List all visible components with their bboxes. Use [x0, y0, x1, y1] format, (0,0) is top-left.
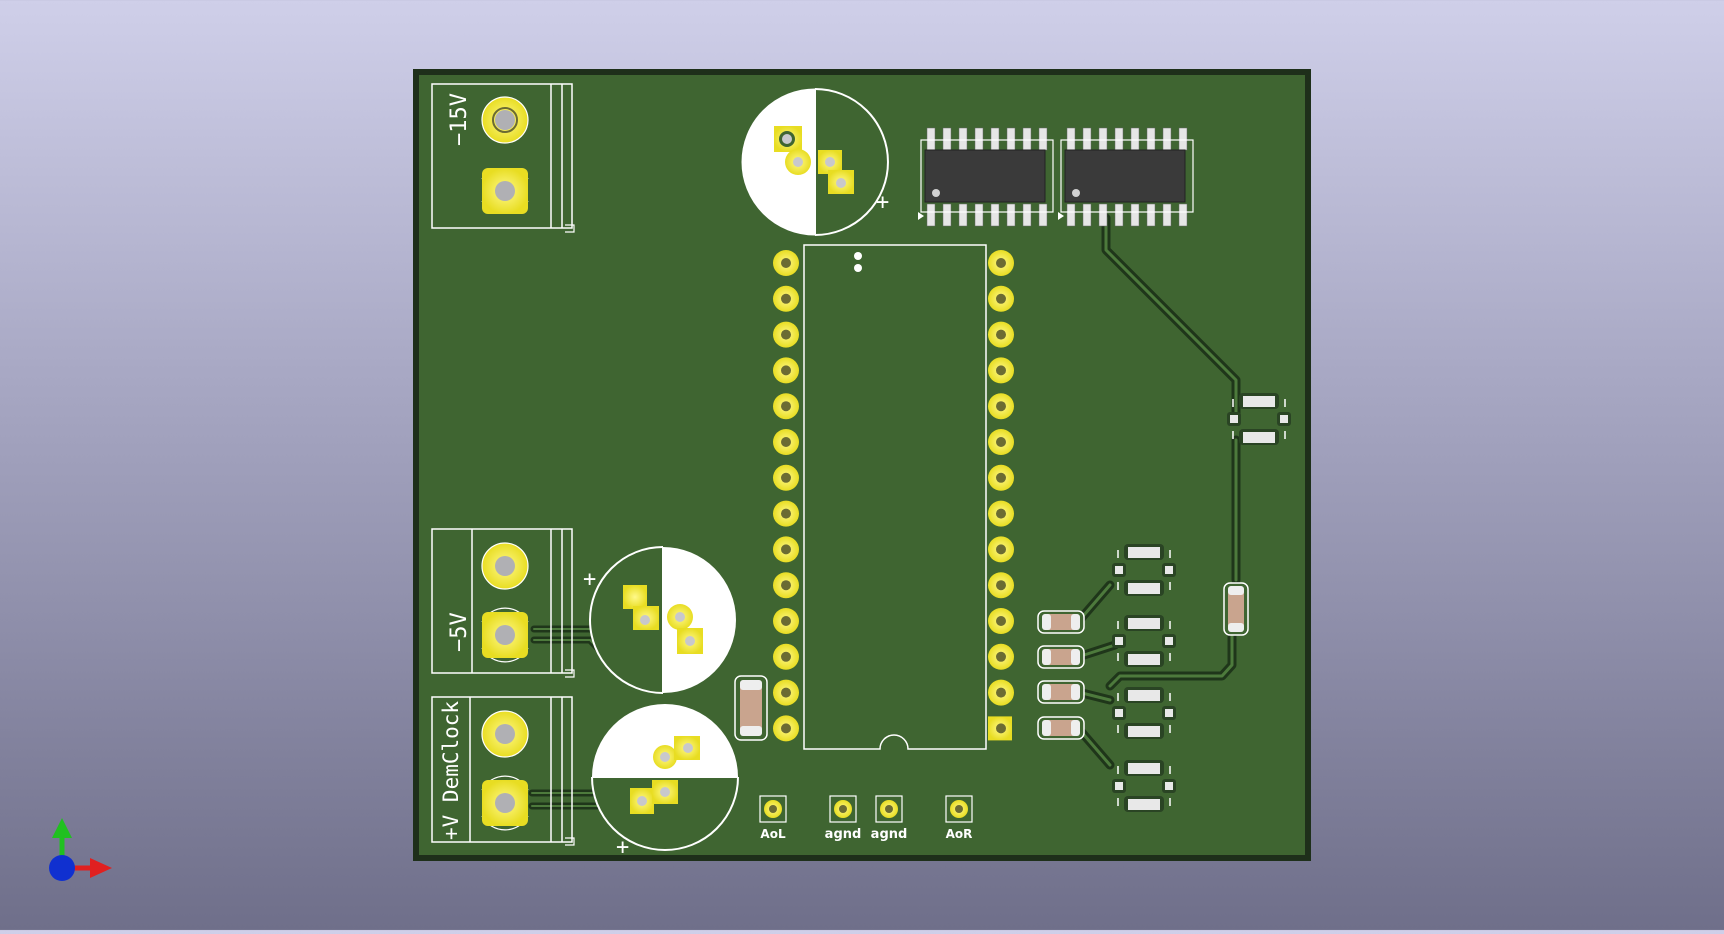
dip-pin-pad: [773, 321, 799, 348]
test-point-label: AoL: [760, 827, 786, 841]
dip-pin-pad: [773, 608, 799, 634]
smd-footprint: [1112, 760, 1176, 812]
test-point-aol[interactable]: AoL: [759, 795, 787, 841]
dip-pin-pad: [988, 679, 1014, 706]
smd-resistor[interactable]: [1037, 716, 1085, 740]
dip-pin-pad: [773, 536, 799, 563]
resistor-array[interactable]: [1037, 610, 1085, 740]
polarity-mark: +: [876, 190, 889, 215]
test-point-agnd-2[interactable]: agnd: [871, 795, 908, 842]
terminal-label-neg5v: −5V: [447, 612, 472, 652]
dip-pin-pad: [773, 393, 799, 420]
electrolytic-capacitor-bottom[interactable]: +: [591, 704, 739, 860]
test-point-aor[interactable]: AoR: [945, 795, 973, 841]
electrolytic-capacitor-top[interactable]: +: [741, 88, 889, 236]
dip-pin-pad: [988, 429, 1014, 455]
dip-pin-pad: [988, 357, 1014, 384]
dip-pin-pad: [988, 643, 1014, 670]
electrolytic-capacitor-mid[interactable]: +: [583, 546, 736, 694]
terminal-label-posv-demclock: +V DemClock: [439, 701, 463, 840]
polarity-mark: +: [616, 835, 629, 860]
dip-pin-pad: [773, 500, 799, 527]
soic-chip-left[interactable]: [918, 127, 1054, 227]
smd-resistor[interactable]: [1037, 680, 1085, 704]
terminal-label-neg15v: −15V: [447, 93, 472, 146]
smd-footprint: [1112, 544, 1176, 596]
dip-pin-pad: [773, 357, 799, 384]
test-point-label: AoR: [946, 827, 973, 841]
dip-pin-pad: [988, 464, 1014, 491]
smd-footprint: [1227, 393, 1291, 445]
dip-pin-pad: [773, 643, 799, 670]
terminal-block-neg15v[interactable]: −15V: [431, 83, 575, 233]
terminal-block-neg5v[interactable]: −5V: [431, 528, 575, 678]
test-point-agnd-1[interactable]: agnd: [825, 795, 862, 842]
polarity-mark: +: [583, 567, 596, 592]
smd-resistor[interactable]: [1037, 610, 1085, 634]
copper-traces: [528, 213, 1241, 810]
z-axis-dot: [49, 855, 75, 881]
dip-pin-pad: [773, 572, 799, 599]
dip-pin-pad: [988, 393, 1014, 420]
dip-pin-pad: [773, 679, 799, 706]
smd-footprint: [1112, 687, 1176, 739]
dip-pin-pad: [988, 321, 1014, 348]
test-point-label: agnd: [871, 827, 908, 842]
dip-pin-pad: [773, 429, 799, 455]
test-point-label: agnd: [825, 827, 862, 842]
dip-pin-pad: [988, 572, 1014, 599]
y-axis-arrowhead: [52, 818, 72, 838]
dip-pin-pad: [988, 536, 1014, 563]
dip-pin-pad: [988, 608, 1014, 634]
smd-pad-clusters: [1112, 393, 1291, 812]
resistor-vertical-right[interactable]: [1223, 582, 1249, 636]
dip-pin-pad: [988, 285, 1014, 312]
chip-capacitor-vertical[interactable]: [734, 675, 768, 741]
smd-footprint: [1112, 615, 1176, 667]
dip-pin-pad: [988, 250, 1014, 276]
test-points[interactable]: AoL agnd agnd AoR: [759, 795, 973, 842]
terminal-block-posv-demclock[interactable]: +V DemClock: [431, 696, 575, 846]
soic-chip-right[interactable]: [1058, 127, 1194, 227]
dip-pin-pad: [773, 250, 799, 276]
axis-orientation-gizmo[interactable]: [49, 818, 112, 881]
dip-pin-pad: [773, 464, 799, 491]
dip-pin-pad: [773, 715, 799, 742]
dip-ic-socket[interactable]: [773, 244, 1014, 750]
x-axis-arrowhead: [90, 858, 112, 878]
dip-pin-pad: [773, 285, 799, 312]
smd-resistor[interactable]: [1037, 645, 1085, 669]
dip-pin-pad: [988, 716, 1012, 741]
dip-pin-pad: [988, 500, 1014, 527]
